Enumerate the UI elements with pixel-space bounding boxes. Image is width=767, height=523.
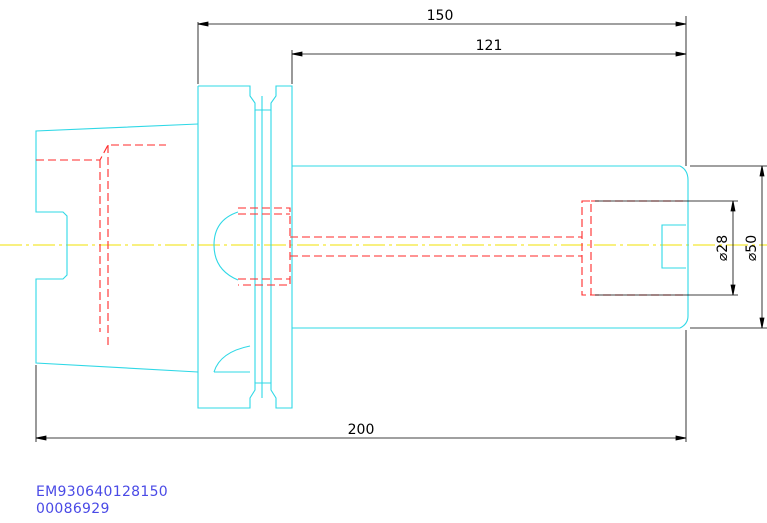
hidden-features	[36, 144, 686, 349]
dimension-121	[291, 50, 687, 84]
taper-shank	[35, 123, 199, 373]
part-number: 00086929	[36, 501, 110, 517]
flange	[197, 85, 293, 409]
dimension-label-50: ⌀50	[744, 235, 760, 261]
holder-body	[213, 165, 689, 329]
dimension-label-28: ⌀28	[715, 235, 731, 261]
dimension-150	[197, 16, 687, 166]
dimension-200	[35, 330, 687, 442]
dimension-label-200: 200	[348, 422, 375, 438]
dimension-label-150: 150	[427, 8, 454, 24]
dimension-50	[690, 165, 767, 329]
dimension-28	[595, 200, 738, 296]
dimension-label-121: 121	[476, 38, 503, 54]
part-code: EM930640128150	[36, 484, 169, 500]
